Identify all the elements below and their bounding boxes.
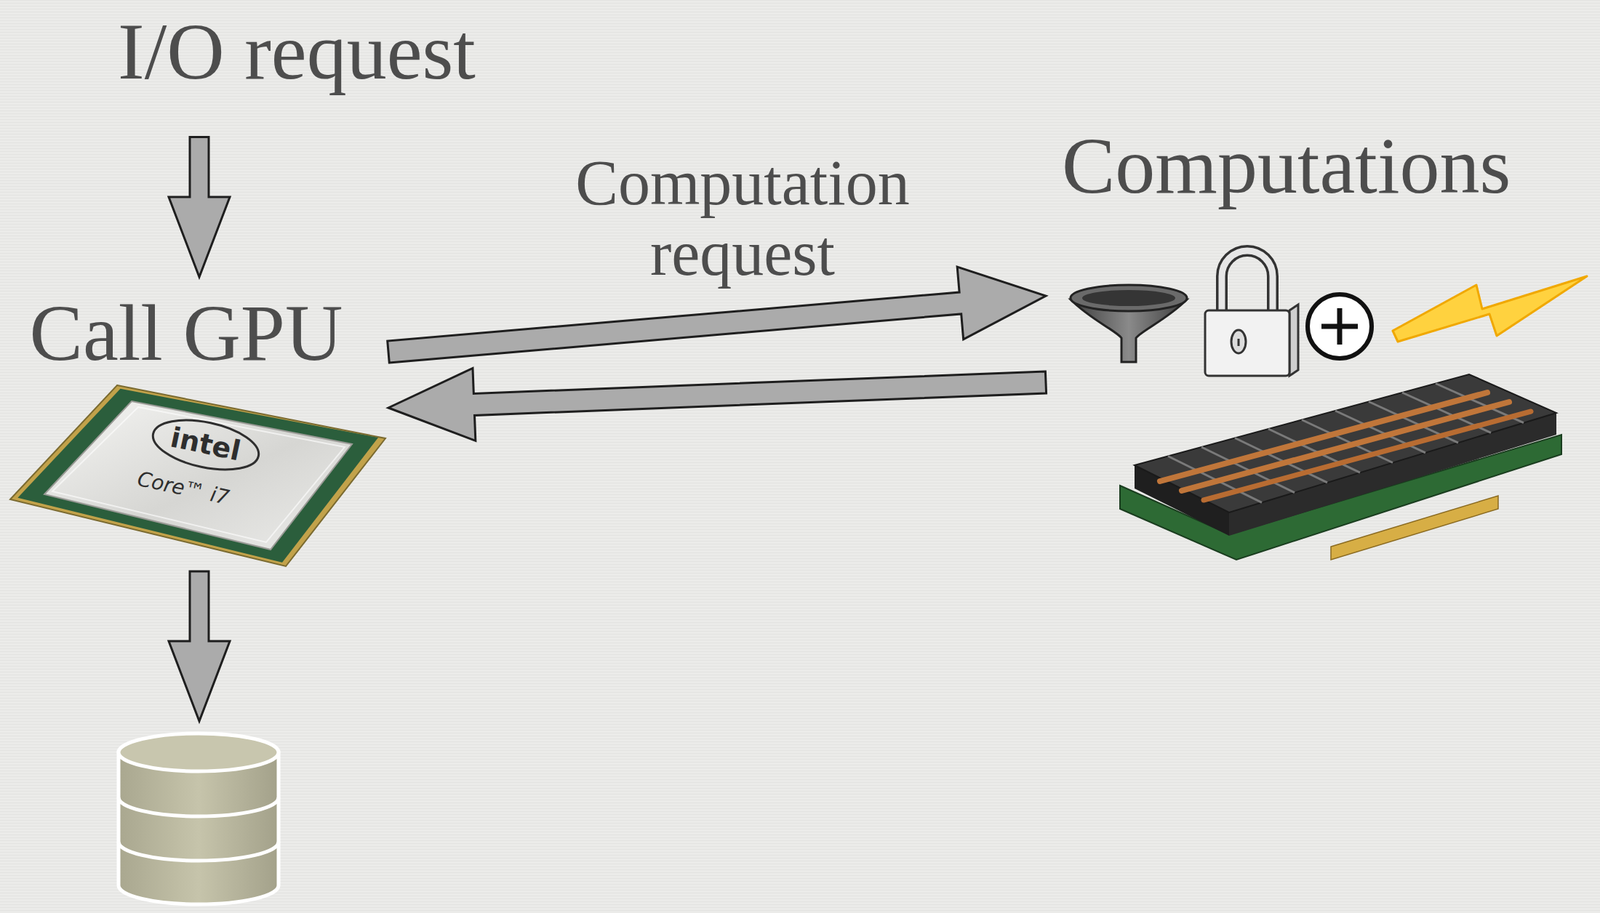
cpu-chip	[10, 385, 386, 567]
down-arrow	[168, 571, 230, 722]
add-icon	[1307, 294, 1372, 359]
lock-icon	[1237, 338, 1240, 347]
lightning-icon	[1392, 276, 1587, 342]
cpu-chip	[17, 389, 379, 563]
lock-icon	[1205, 310, 1290, 376]
gpu-node: Computations	[1047, 120, 1593, 604]
add-icon	[1337, 308, 1343, 345]
lock-icon	[1221, 250, 1273, 315]
database-cylinder	[118, 733, 279, 905]
lock-icon	[1221, 250, 1273, 315]
down-arrow	[168, 571, 230, 722]
gpu-card	[1120, 374, 1562, 560]
database-cylinder	[118, 797, 279, 817]
node-title: Call GPU	[29, 287, 344, 380]
lock-icon	[1289, 304, 1299, 376]
lock-icon	[1205, 250, 1299, 376]
filter-icon	[1070, 285, 1187, 312]
gpu-card	[1181, 402, 1510, 491]
lock-icon	[1231, 330, 1246, 354]
add-icon	[1307, 294, 1372, 359]
database-cylinder	[118, 752, 279, 905]
edge-label: Computation request	[553, 148, 932, 290]
node-title: Computations	[1061, 120, 1511, 213]
cpu-chip	[52, 407, 345, 543]
cpu-chip	[44, 401, 352, 550]
node-title: I/O request	[117, 5, 476, 99]
database-cylinder	[118, 842, 279, 862]
database-cylinder	[118, 733, 279, 772]
filter-icon	[1070, 285, 1187, 363]
cpu-chip	[10, 385, 386, 567]
block-arrow	[168, 137, 230, 278]
lightning-icon	[1392, 276, 1587, 342]
cpu-chip	[148, 411, 264, 478]
gpu-card	[1234, 438, 1328, 483]
gpu-card	[1134, 374, 1557, 513]
gpu-card	[1203, 411, 1531, 501]
block-arrow	[388, 368, 1047, 441]
edge-label-text: Computation request	[575, 147, 910, 289]
filter-icon	[1082, 290, 1176, 307]
gpu-card	[1330, 496, 1499, 560]
request-node: I/O request	[93, 5, 501, 128]
